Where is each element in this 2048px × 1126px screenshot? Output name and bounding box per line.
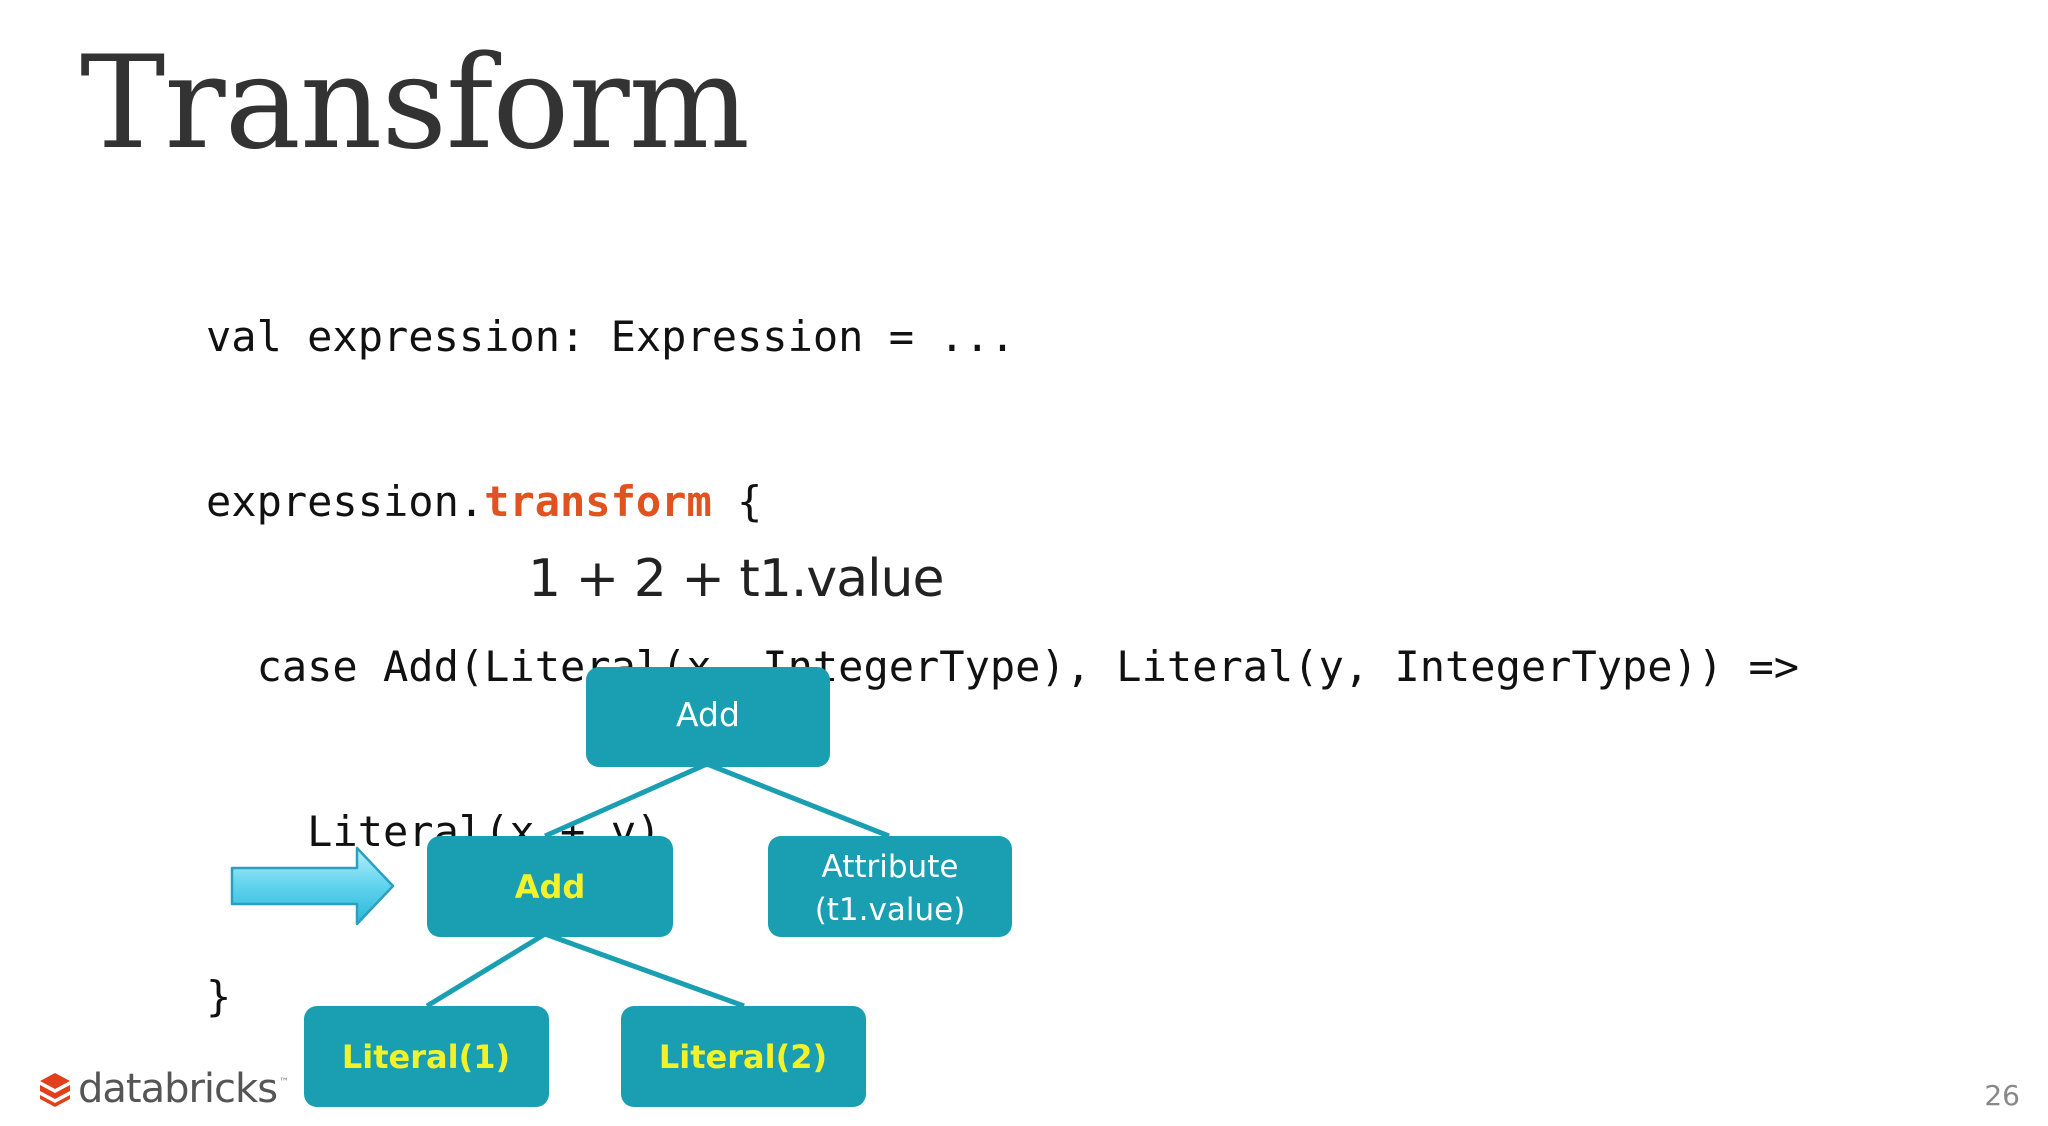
- node-literal-2-label: Literal(2): [659, 1038, 827, 1076]
- node-attribute-line2: (t1.value): [815, 892, 966, 928]
- slide-title: Transform: [80, 29, 750, 178]
- edge-left-literal2: [544, 931, 745, 1009]
- node-literal-2: Literal(2): [621, 1006, 866, 1107]
- page-number: 26: [1984, 1079, 2020, 1112]
- code-line-2-suffix: {: [711, 477, 763, 526]
- databricks-logo-text: databricks: [78, 1066, 278, 1112]
- code-keyword-transform: transform: [484, 477, 712, 526]
- node-literal-1: Literal(1): [304, 1006, 549, 1107]
- node-left-add: Add: [427, 836, 673, 937]
- pointer-arrow-icon: [230, 846, 395, 926]
- tree-edges: [425, 761, 890, 1009]
- node-left-label: Add: [515, 868, 586, 906]
- expression-label: 1 + 2 + t1.value: [528, 549, 944, 609]
- code-line-2-prefix: expression.: [206, 477, 485, 526]
- edge-root-right: [706, 761, 890, 839]
- code-block: val expression: Expression = ... express…: [206, 199, 1799, 1079]
- databricks-logo: databricks ™: [38, 1067, 289, 1111]
- code-line-1: val expression: Expression = ...: [206, 312, 1016, 361]
- edge-left-literal1: [425, 931, 547, 1009]
- node-attribute: Attribute (t1.value): [768, 836, 1012, 937]
- edge-root-left: [543, 761, 709, 839]
- databricks-logo-icon: [40, 1073, 70, 1107]
- code-line-5: }: [206, 972, 232, 1021]
- node-literal-1-label: Literal(1): [342, 1038, 510, 1076]
- node-attribute-line1: Attribute: [822, 849, 959, 885]
- node-root-add: Add: [586, 667, 830, 767]
- code-line-3: case Add(Literal(x, IntegerType), Litera…: [206, 642, 1800, 691]
- code-line-2: expression.transform {: [206, 474, 1799, 529]
- databricks-logo-tm: ™: [279, 1077, 290, 1088]
- node-root-label: Add: [676, 695, 740, 734]
